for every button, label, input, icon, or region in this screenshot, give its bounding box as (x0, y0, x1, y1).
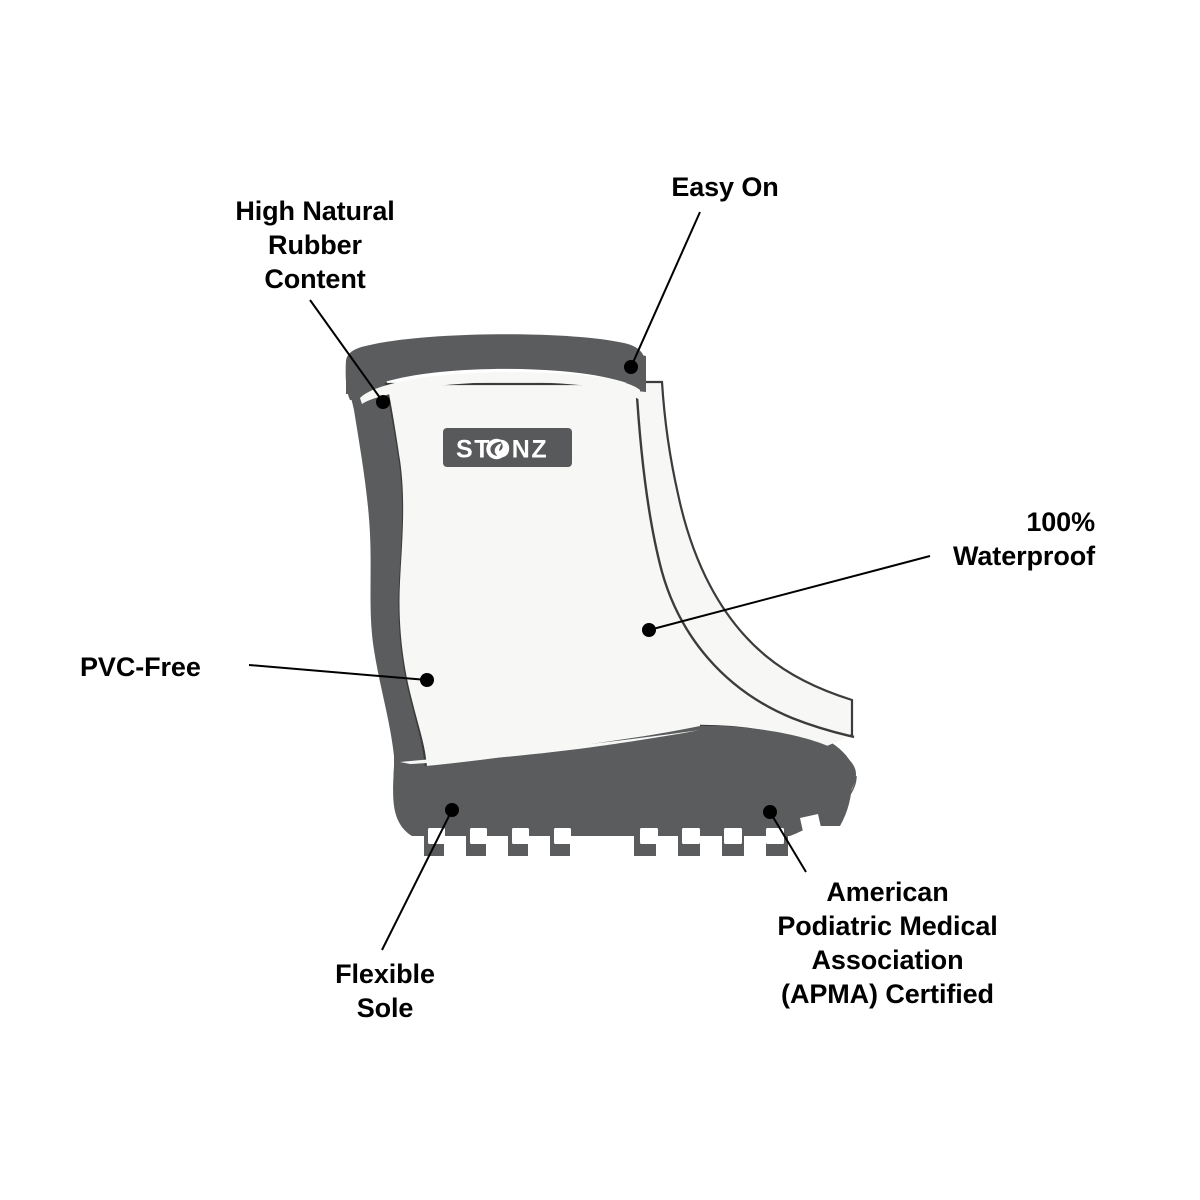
stonz-logo-badge: STONZ (443, 428, 572, 467)
callout-label-apma-certified: American Podiatric Medical Association (… (777, 877, 998, 1010)
callout-leader-lines (248, 211, 931, 951)
leader-line-easy-on (630, 211, 701, 368)
boot-right-outline (634, 379, 855, 739)
anchor-dot-apma-certified (763, 805, 777, 819)
anchor-dot-flexible-sole (445, 803, 459, 817)
boot-body-fill-join (388, 388, 850, 766)
callout-label-pvc-free: PVC-Free (80, 652, 201, 682)
boot-sole-outline (825, 775, 857, 819)
boot-sole-body (393, 726, 856, 836)
callout-label-high-natural-rubber-content: High Natural Rubber Content (235, 196, 395, 295)
stonz-logo-svg: STONZ (443, 428, 572, 467)
leader-line-pvc-free (248, 664, 428, 681)
leader-line-100-waterproof (648, 555, 931, 631)
anchor-dot-pvc-free (420, 673, 434, 687)
callout-anchor-dots (376, 360, 777, 819)
rubber-rain-boot-illustration (345, 334, 857, 856)
boot-sole-top-edge (400, 730, 700, 764)
boot-sole-tread-notches (428, 814, 822, 844)
boot-sole-heel-corner (388, 818, 406, 844)
stonz-leaf-swirl-icon (486, 438, 507, 460)
boot-cuff-left-tab (345, 360, 362, 400)
callout-label-100-waterproof: 100% Waterproof (953, 507, 1095, 572)
anchor-dot-high-natural-rubber-content (376, 395, 390, 409)
callout-label-easy-on: Easy On (671, 172, 779, 202)
leader-line-apma-certified (769, 811, 807, 873)
logo-badge-background (443, 428, 572, 467)
leader-line-high-natural-rubber-content (309, 299, 384, 403)
boot-cuff-band-sweep (346, 334, 645, 394)
anchor-dot-easy-on (624, 360, 638, 374)
leader-line-flexible-sole (381, 809, 453, 951)
boot-cuff-inner-highlight (360, 372, 640, 404)
callout-label-flexible-sole: Flexible Sole (335, 959, 435, 1024)
anchor-dot-100-waterproof (642, 623, 656, 637)
